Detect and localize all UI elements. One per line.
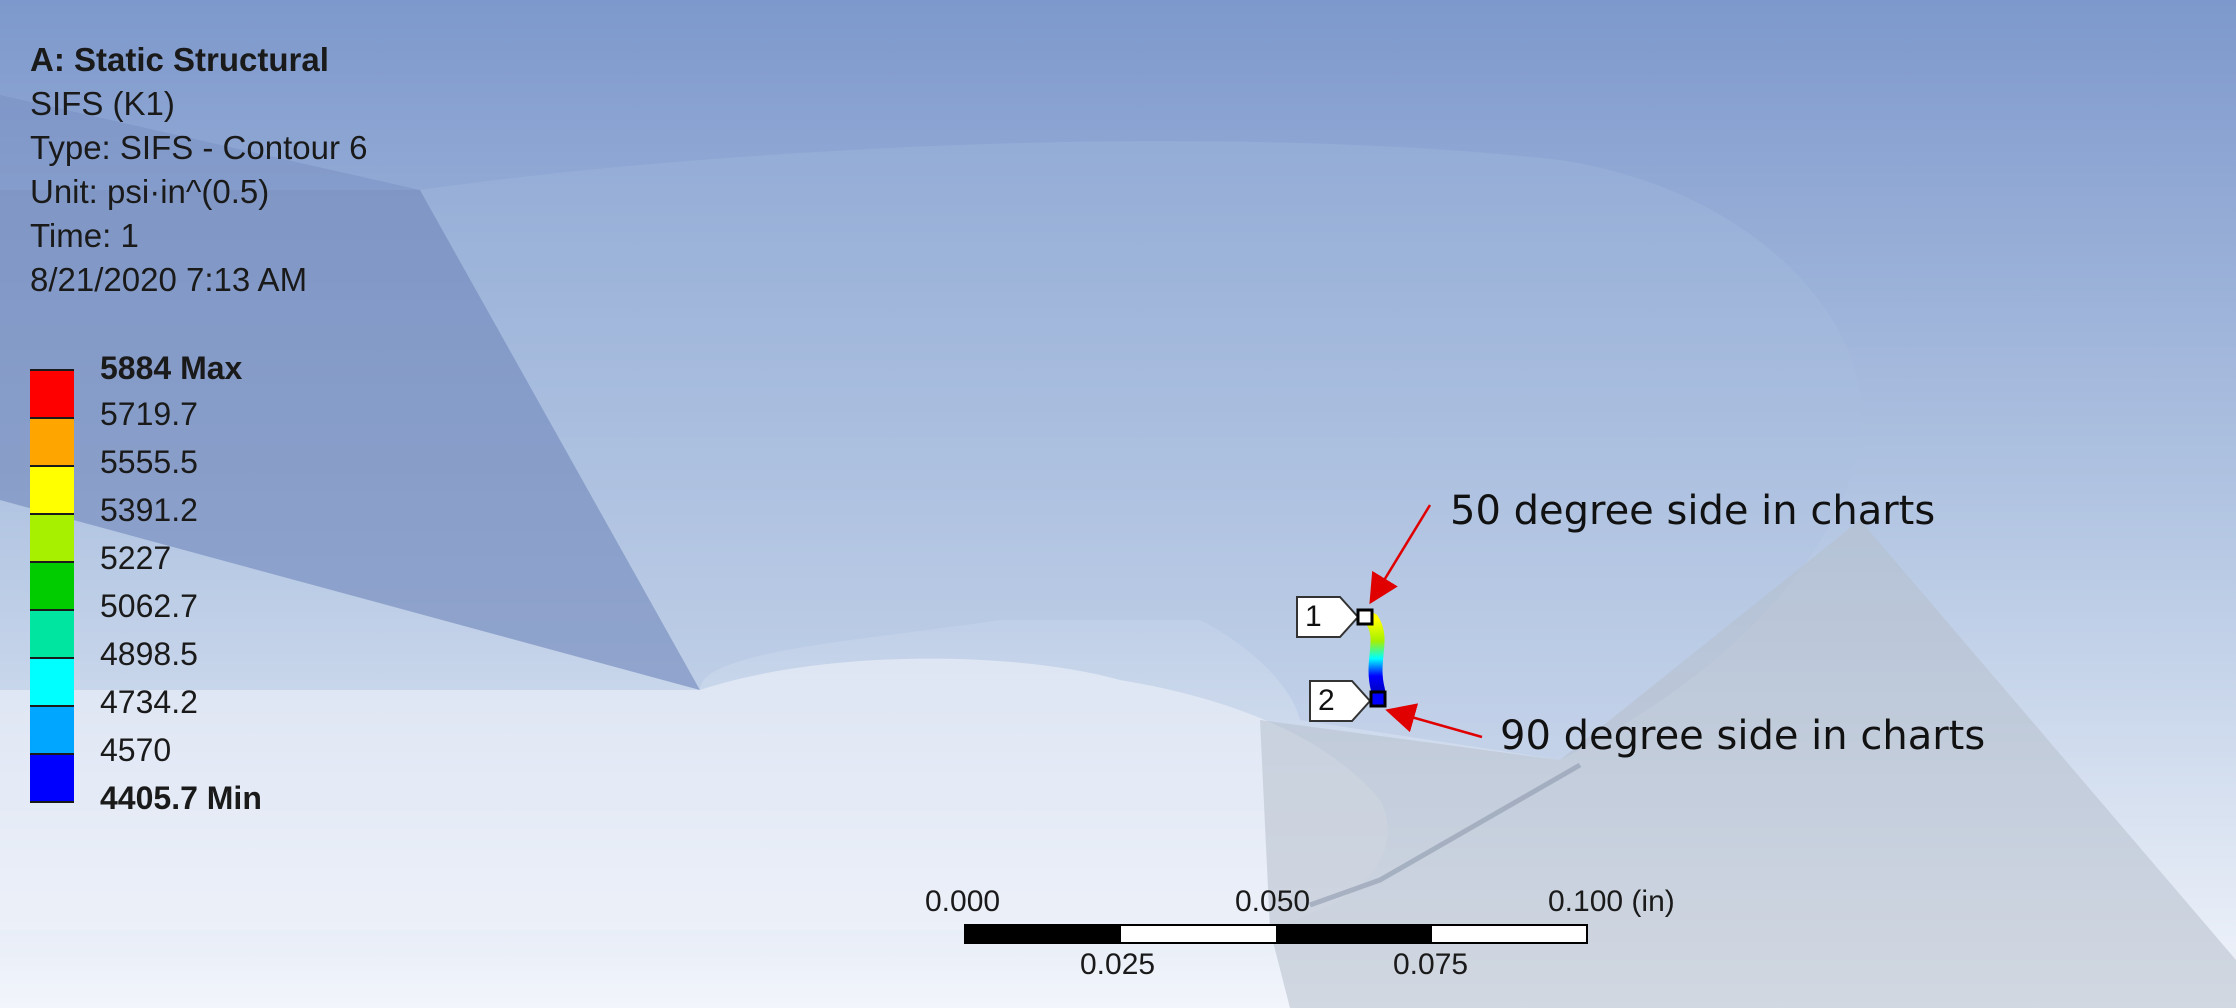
probe-marker-1[interactable] [1356, 608, 1374, 626]
legend-color-band [30, 370, 74, 418]
legend-tick [30, 753, 74, 755]
probe-marker-2[interactable] [1369, 690, 1387, 708]
scale-label-025: 0.025 [1080, 948, 1156, 981]
legend-level-label: 5062.7 [100, 588, 198, 624]
scale-bar-segment-1 [965, 925, 1121, 943]
fillet-surface [420, 141, 1863, 761]
legend-level-label: 4898.5 [100, 636, 198, 672]
legend-tick [30, 705, 74, 707]
result-time: Time: 1 [30, 217, 139, 254]
legend-tick [30, 369, 74, 371]
legend-tick [30, 513, 74, 515]
scale-label-075: 0.075 [1393, 948, 1469, 981]
shaded-face [0, 95, 700, 690]
scale-label-100: 0.100 (in) [1548, 885, 1675, 918]
legend-tick [30, 801, 74, 803]
probe-label-2: 2 [1318, 684, 1335, 717]
legend-level-label: 5227 [100, 540, 172, 576]
legend-max-label: 5884 Max [100, 350, 243, 386]
legend-tick [30, 417, 74, 419]
annotation-bottom: 90 degree side in charts [1500, 713, 1986, 759]
legend-color-band [30, 514, 74, 562]
legend-level-label: 4734.2 [100, 684, 198, 720]
legend-level-label: 5719.7 [100, 396, 198, 432]
probe-label-1: 1 [1305, 600, 1322, 633]
legend-tick [30, 609, 74, 611]
result-date: 8/21/2020 7:13 AM [30, 261, 308, 298]
result-name: SIFS (K1) [30, 85, 175, 122]
legend-color-band [30, 706, 74, 754]
lower-face [1260, 520, 2236, 1008]
legend-tick [30, 657, 74, 659]
probe-tag-1[interactable] [1296, 596, 1360, 638]
scale-bar-segment-3 [1276, 925, 1432, 943]
annotation-top: 50 degree side in charts [1450, 488, 1936, 534]
annotation-arrow-bottom [1385, 703, 1483, 739]
annotation-arrow-top [1369, 504, 1432, 605]
legend-level-label: 4570 [100, 732, 172, 768]
probe-tag-2[interactable] [1309, 680, 1372, 722]
legend-min-label: 4405.7 Min [100, 780, 262, 816]
result-unit: Unit: psi·in^(0.5) [30, 173, 270, 210]
hole-region [0, 658, 1388, 930]
legend-color-band [30, 754, 74, 802]
shadow-face-left [0, 190, 700, 690]
scale-label-0: 0.000 [925, 885, 1001, 918]
result-type: Type: SIFS - Contour 6 [30, 129, 368, 166]
legend-color-band [30, 466, 74, 514]
result-info-panel: A: Static Structural SIFS (K1) Type: SIF… [30, 38, 367, 302]
legend-tick [30, 465, 74, 467]
legend-color-band [30, 658, 74, 706]
legend-tick [30, 561, 74, 563]
edge-line [1309, 762, 1582, 908]
legend-level-label: 5555.5 [100, 444, 198, 480]
legend-color-band [30, 418, 74, 466]
crack-front [1365, 613, 1385, 697]
scale-label-050: 0.050 [1235, 885, 1311, 918]
analysis-title: A: Static Structural [30, 41, 329, 78]
legend-level-label: 5391.2 [100, 492, 198, 528]
legend-color-band [30, 610, 74, 658]
legend-color-band [30, 562, 74, 610]
